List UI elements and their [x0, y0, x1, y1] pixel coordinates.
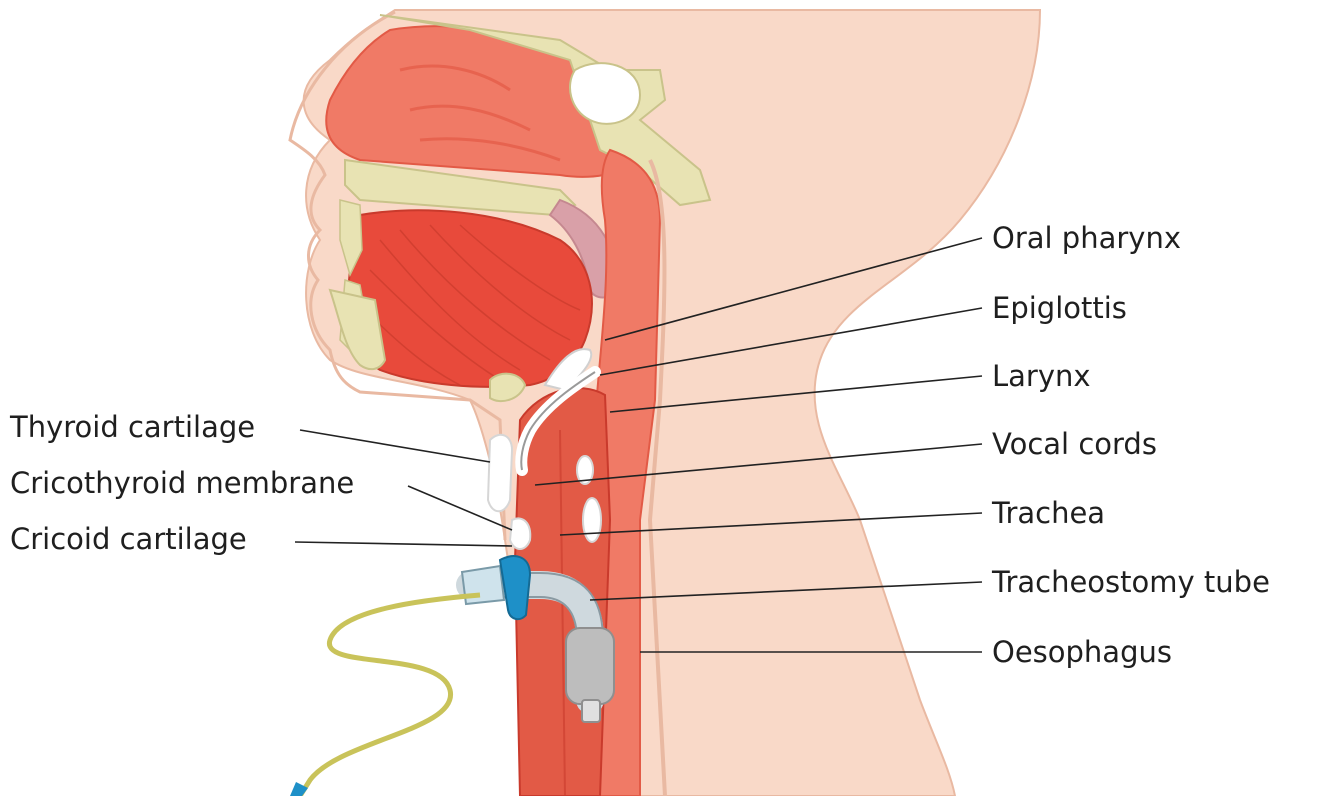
- label-vocal-cords: Vocal cords: [992, 427, 1157, 461]
- label-cricoid-cartilage: Cricoid cartilage: [10, 522, 247, 556]
- pilot-line: [300, 595, 480, 796]
- label-oral-pharynx: Oral pharynx: [992, 221, 1181, 255]
- posterior-cartilage: [583, 498, 601, 542]
- label-tracheostomy-tube: Tracheostomy tube: [991, 565, 1270, 599]
- leader-cricoid-cartilage: [295, 542, 512, 546]
- label-epiglottis: Epiglottis: [992, 291, 1127, 325]
- tube-tip: [582, 700, 600, 722]
- leader-thyroid-cartilage: [300, 430, 490, 462]
- cricoid-cartilage-shape: [510, 518, 530, 549]
- label-larynx: Larynx: [992, 359, 1091, 393]
- tube-cuff: [566, 628, 614, 704]
- label-cricothyroid-membrane: Cricothyroid membrane: [10, 466, 354, 500]
- tube-neck-plate: [500, 556, 530, 619]
- thyroid-cartilage-shape: [488, 435, 512, 511]
- label-thyroid-cartilage: Thyroid cartilage: [9, 410, 255, 444]
- label-trachea: Trachea: [991, 496, 1105, 530]
- label-oesophagus: Oesophagus: [992, 635, 1172, 669]
